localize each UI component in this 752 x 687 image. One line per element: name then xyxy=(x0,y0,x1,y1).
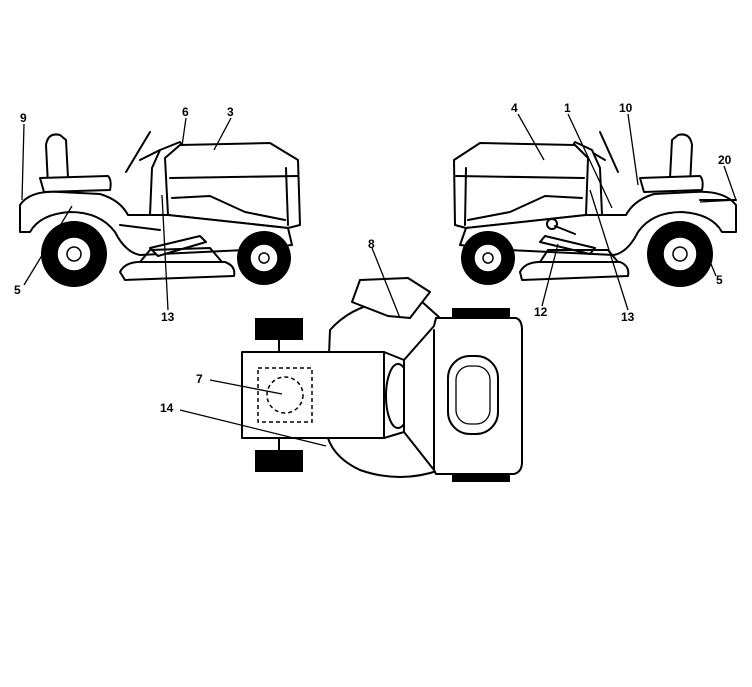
callout-left-9: 9 xyxy=(20,111,27,125)
callout-top-7: 7 xyxy=(196,372,203,386)
callout-right-1: 1 xyxy=(564,101,571,115)
tractor-left-side-view xyxy=(19,131,301,287)
callout-labels: 9 6 3 5 13 4 1 10 20 5 12 13 8 7 14 xyxy=(14,101,732,415)
callout-top-8: 8 xyxy=(368,237,375,251)
callout-right-20: 20 xyxy=(718,153,732,167)
top-front-wheel-upper xyxy=(255,318,303,340)
callout-right-13: 13 xyxy=(621,310,635,324)
callout-top-14: 14 xyxy=(160,401,174,415)
callout-left-13: 13 xyxy=(161,310,175,324)
callout-right-5: 5 xyxy=(716,273,723,287)
callout-left-3: 3 xyxy=(227,105,234,119)
tractor-top-view xyxy=(241,277,523,482)
top-seat xyxy=(447,355,499,435)
decal-area-7 xyxy=(257,367,313,423)
callout-right-4: 4 xyxy=(511,101,518,115)
callout-left-5: 5 xyxy=(14,283,21,297)
callout-right-10: 10 xyxy=(619,101,633,115)
callout-right-12: 12 xyxy=(534,305,548,319)
callout-left-6: 6 xyxy=(182,105,189,119)
tractor-right-side-view xyxy=(453,131,737,287)
top-rear-wheel-upper xyxy=(452,308,510,318)
leader-lines xyxy=(21,113,737,447)
top-rear-wheel-lower xyxy=(452,474,510,482)
top-front-wheel-lower xyxy=(255,450,303,472)
